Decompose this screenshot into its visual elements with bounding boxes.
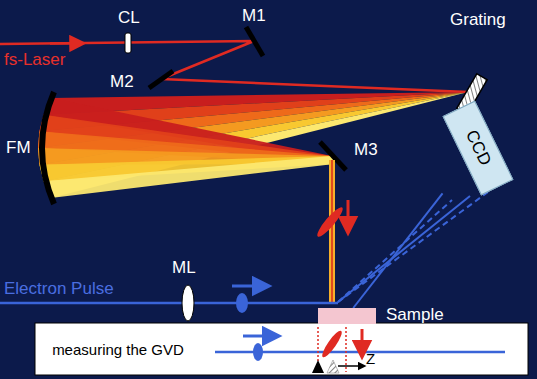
node-text: Sample: [386, 305, 444, 325]
spectral-band: [44, 156, 334, 198]
focused-beam: [38, 98, 334, 198]
inset-electron-arrow: [243, 335, 272, 338]
mirror-m1: [246, 27, 263, 56]
diffraction-connector: [353, 193, 442, 308]
part-label: M1: [242, 6, 266, 26]
part-label: M3: [354, 140, 378, 160]
part-label: ML: [172, 258, 196, 278]
pulse-direction-arrow: [347, 200, 350, 226]
node-text: measuring the GVD: [43, 341, 193, 358]
inset-tilted-pulse: [320, 329, 345, 360]
pump-beam: [329, 160, 335, 303]
focusing-mirror: [42, 92, 54, 204]
inset-panel: [35, 323, 528, 375]
part-label: M2: [110, 72, 134, 92]
part-label: fs-Laser: [4, 50, 65, 70]
mirror-m2: [149, 71, 173, 88]
shifted-marker: [327, 360, 339, 373]
laser-arrow: [50, 42, 78, 45]
diffracted-beam: [338, 192, 488, 302]
z-axis-arrow: [338, 365, 362, 367]
part-label: CL: [118, 8, 140, 28]
position-marker: [312, 360, 324, 373]
electron-beam: [0, 302, 338, 305]
inset-panel: measuring the GVD Z: [35, 323, 528, 375]
part-label: FM: [6, 138, 31, 158]
diffracted-beam: [338, 196, 470, 302]
electron-direction-arrow: [232, 285, 262, 288]
node-text: CCD: [461, 127, 495, 169]
inset-electron-pulse: [253, 343, 263, 361]
sample: Sample: [318, 308, 376, 324]
tilted-pulse: [314, 205, 345, 240]
magnetic-lens: [182, 285, 194, 321]
ccd-detector: CCD: [443, 101, 514, 196]
inset-pulse-arrow: [361, 329, 364, 350]
spectral-band: [38, 92, 468, 165]
pump-beam-core: [331, 160, 333, 303]
part-label: Electron Pulse: [4, 279, 114, 299]
dispersed-beam: [38, 92, 468, 198]
part-label: Grating: [450, 10, 506, 30]
laser-beam: [0, 41, 468, 92]
node-text: Z: [366, 350, 375, 367]
diffracted-beam: [338, 200, 452, 302]
cylindrical-lens: [125, 33, 131, 53]
electron-pulse: [236, 293, 248, 313]
